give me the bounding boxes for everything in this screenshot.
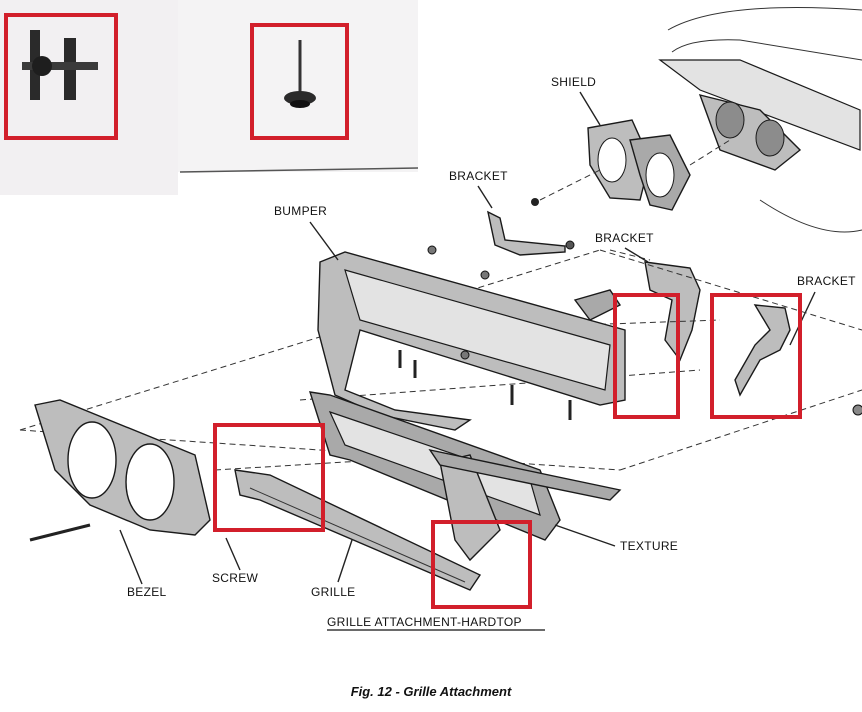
screw-highlight-box xyxy=(250,23,349,140)
highlight-box-bracket-right xyxy=(710,293,802,419)
bezel-label: BEZEL xyxy=(127,585,167,599)
grille-label: GRILLE xyxy=(311,585,356,599)
shield xyxy=(531,119,731,211)
bracket-top xyxy=(487,210,575,256)
bezel xyxy=(29,399,211,542)
figure-caption: Fig. 12 - Grille Attachment xyxy=(350,684,512,699)
grille xyxy=(234,448,622,591)
bracket-right xyxy=(734,304,791,397)
screw-label: SCREW xyxy=(212,571,259,585)
shield-label: SHIELD xyxy=(551,75,596,89)
bracket-top-label: BRACKET xyxy=(449,169,508,183)
highlight-box-grille-clips xyxy=(213,423,325,532)
photo-highlight-box xyxy=(4,13,118,140)
bracket-right-label: BRACKET xyxy=(797,274,856,288)
bumper-label: BUMPER xyxy=(274,204,327,218)
bumper xyxy=(317,245,626,431)
texture-label: TEXTURE xyxy=(620,539,678,553)
diagram-title: GRILLE ATTACHMENT-HARDTOP xyxy=(327,615,522,629)
highlight-box-texture-clip xyxy=(431,520,532,609)
texture xyxy=(308,391,561,562)
car-body xyxy=(658,7,862,233)
screw-photo xyxy=(178,0,419,173)
fastener-photo xyxy=(0,0,178,195)
loose-screws xyxy=(398,350,862,420)
bracket-middle-label: BRACKET xyxy=(595,231,654,245)
highlight-box-bracket-middle xyxy=(613,293,680,419)
